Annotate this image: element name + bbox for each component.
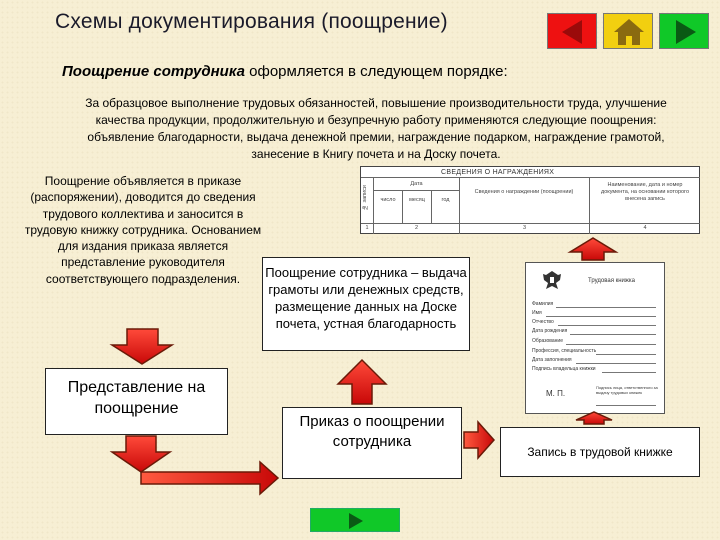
arrow-up-3 <box>567 237 619 261</box>
card-row-6: Профессия, специальность <box>532 348 597 354</box>
rewards-paragraph: За образцовое выполнение трудовых обязан… <box>85 96 667 161</box>
triangle-right-icon <box>349 513 363 529</box>
triangle-right-icon <box>676 20 696 44</box>
home-icon <box>614 19 644 45</box>
card-row-1: Фамилия <box>532 301 554 307</box>
record-box: Запись в трудовой книжке <box>500 427 700 477</box>
col-date: Дата <box>410 181 423 187</box>
card-signature: Подпись лица, ответственного за выдачу т… <box>596 385 658 395</box>
card-row-2: Имя <box>532 310 542 316</box>
arrow-down-1 <box>109 328 175 365</box>
card-row-7: Дата заполнения <box>532 357 572 363</box>
procedure-text: Поощрение объявляется в приказе (распоря… <box>24 174 262 286</box>
card-row-4: Дата рождения <box>532 328 568 334</box>
back-button[interactable] <box>547 13 597 49</box>
forward-button[interactable] <box>659 13 709 49</box>
arrow-right-1 <box>463 420 496 460</box>
intro-rest: оформляется в следующем порядке: <box>244 63 508 80</box>
workbook-card-image: Трудовая книжка Фамилия Имя Отчество Дат… <box>525 262 665 414</box>
submission-box: Представление на поощрение <box>45 368 228 435</box>
col-info: Сведения о награждении (поощрении) <box>474 189 574 195</box>
awards-table-image: СВЕДЕНИЯ О НАГРАЖДЕНИЯХ № записи Дата чи… <box>360 166 700 234</box>
coat-of-arms-icon <box>543 271 561 289</box>
arrow-up-2 <box>575 411 613 425</box>
card-heading: Трудовая книжка <box>588 278 636 284</box>
col-month: месяц <box>409 197 425 203</box>
order-box: Приказ о поощрении сотрудника <box>282 407 462 479</box>
arrow-down-2 <box>109 435 173 473</box>
home-button[interactable] <box>603 13 653 49</box>
num-1: 1 <box>365 225 369 231</box>
card-row-8: Подпись владельца книжки <box>532 366 596 372</box>
intro-bold: Поощрение сотрудника <box>62 63 245 80</box>
triangle-left-icon <box>562 20 582 44</box>
card-row-3: Отчество <box>532 319 554 325</box>
num-4: 4 <box>643 225 647 231</box>
page-title: Схемы документирования (поощрение) <box>55 10 448 33</box>
num-2: 2 <box>414 225 419 231</box>
arrow-up-1 <box>336 358 388 405</box>
award-box: Поощрение сотрудника – выдача грамоты ил… <box>262 257 470 351</box>
card-seal: М. П. <box>546 389 566 398</box>
next-button[interactable] <box>310 508 400 532</box>
col-doc: Наименование, дата и номер документа, на… <box>600 182 690 202</box>
card-row-5: Образование <box>532 338 563 344</box>
awards-table-title: СВЕДЕНИЯ О НАГРАЖДЕНИЯХ <box>441 169 555 176</box>
col-day: число <box>380 197 396 203</box>
intro-line: Поощрение сотрудника оформляется в следу… <box>62 63 508 80</box>
arrow-bent-right <box>140 460 280 496</box>
num-3: 3 <box>522 225 527 231</box>
col-year: год <box>441 197 450 203</box>
